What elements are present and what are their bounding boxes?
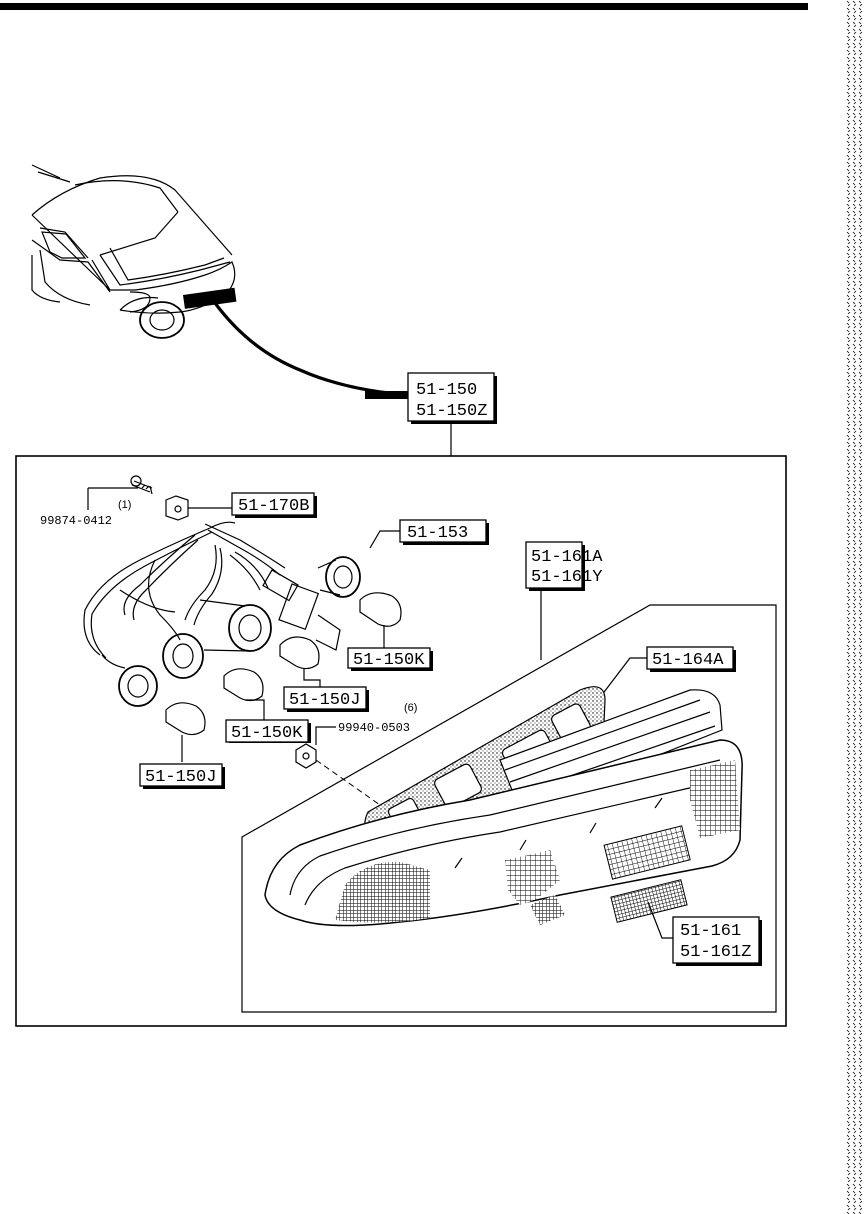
bulb-k-low-number: 51-150K xyxy=(231,724,303,743)
nut-qty: (6) xyxy=(404,702,417,714)
top-rule xyxy=(0,3,808,10)
bulb-j-low-number: 51-150J xyxy=(145,768,216,787)
screw-and-bracket: (1) 99874-0412 xyxy=(40,475,232,528)
lens-number-a: 51-161A xyxy=(531,548,603,567)
bracket-callout: 51-170B xyxy=(231,492,317,518)
lens-number-b: 51-161Y xyxy=(531,568,602,587)
assembly-frame xyxy=(15,455,787,1027)
nut-part-number: 99940-0503 xyxy=(338,721,410,735)
assembly-number-a: 51-150 xyxy=(416,381,477,400)
lens-subframe xyxy=(241,604,777,1013)
assembly-callout: 51-150 51-150Z xyxy=(407,372,497,456)
assembly-number-b: 51-150Z xyxy=(416,402,487,421)
screw-qty: (1) xyxy=(118,499,131,511)
bulb-j-mid-callout: 51-150J xyxy=(283,668,369,712)
bulb-k-top-callout: 51-150K xyxy=(347,625,433,671)
screw-part-number: 99874-0412 xyxy=(40,514,112,528)
unit-callout: 51-161 51-161Z xyxy=(647,901,762,966)
bulb-k-top-number: 51-150K xyxy=(353,651,425,670)
lens-callout: 51-161A 51-161Y xyxy=(525,541,603,660)
gasket-number: 51-164A xyxy=(652,651,724,670)
socket-callout: 51-153 xyxy=(369,519,489,549)
wiring-harness xyxy=(83,521,402,736)
scan-edge xyxy=(846,0,864,1214)
bracket-number: 51-170B xyxy=(238,497,309,516)
car-illustration xyxy=(31,164,409,399)
bulb-j-low-callout: 51-150J xyxy=(139,735,225,789)
unit-number-b: 51-161Z xyxy=(680,943,751,962)
nut-part: (6) 99940-0503 xyxy=(295,702,417,806)
socket-number: 51-153 xyxy=(407,524,468,543)
bulb-j-mid-number: 51-150J xyxy=(289,691,360,710)
gasket-callout: 51-164A xyxy=(597,646,736,701)
unit-number-a: 51-161 xyxy=(680,922,741,941)
tail-lamp-unit xyxy=(264,689,743,927)
bulb-k-low-callout: 51-150K xyxy=(225,699,311,743)
